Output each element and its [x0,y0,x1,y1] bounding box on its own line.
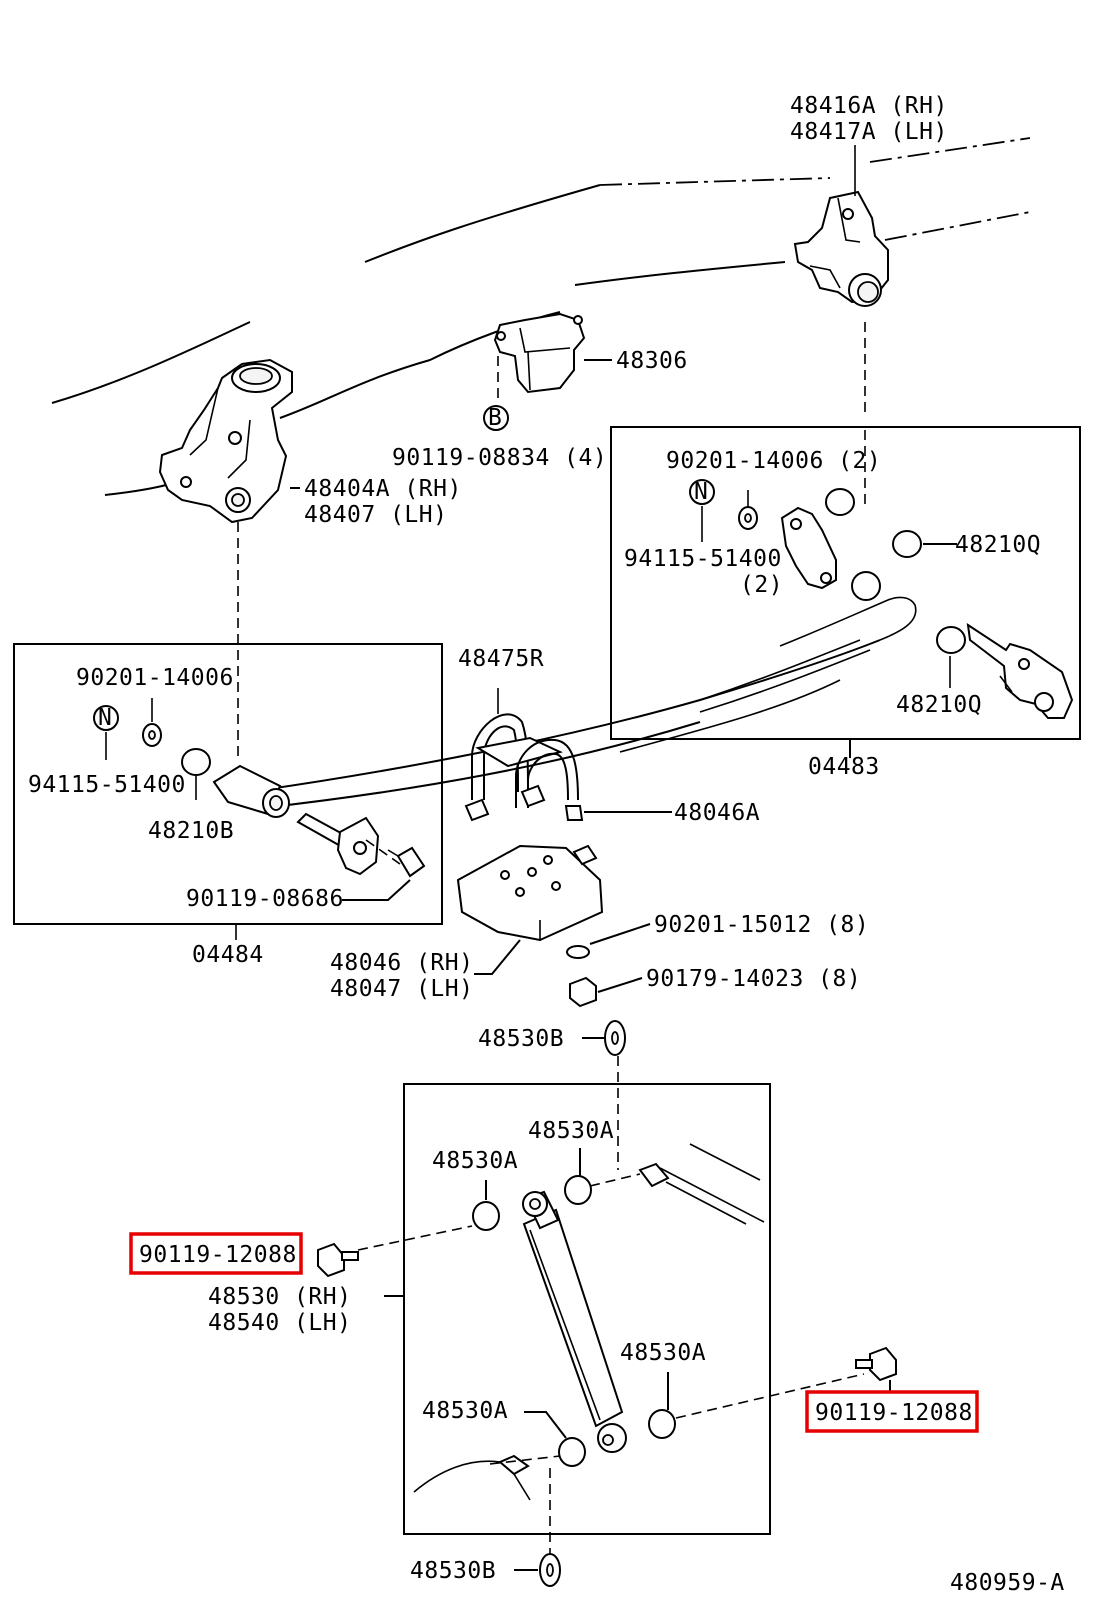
label-94115-51400-right: 94115-51400 [624,546,782,572]
label-48530b-bottom: 48530B [410,1558,496,1584]
label-90201-14006: 90201-14006 [76,665,234,691]
label-48530a-1: 48530A [528,1118,614,1144]
label-48046: 48046 (RH) [330,950,473,976]
label-90119-08834: 90119-08834 (4) [392,445,607,471]
shock-bolt-right-icon [855,1346,897,1382]
shackle-kit-box [610,426,1081,740]
label-callout-b: B [488,405,502,431]
label-48530a-2: 48530A [432,1148,518,1174]
label-90201-15012: 90201-15012 (8) [654,912,869,938]
front-spring-hanger [158,358,293,524]
label-04483: 04483 [808,754,880,780]
diagram-reference-number: 480959-A [950,1570,1065,1596]
label-48530a-4: 48530A [422,1398,508,1424]
nut-icon [569,976,597,1008]
label-48210q-bottom: 48210Q [896,692,982,718]
label-48540: 48540 (LH) [208,1310,351,1336]
shock-bolt-left-icon [317,1242,359,1278]
label-48475r: 48475R [458,646,544,672]
label-48046a: 48046A [674,800,760,826]
label-callout-n-right: N [694,479,708,505]
label-48530: 48530 (RH) [208,1284,351,1310]
label-90119-12088-left: 90119-12088 [139,1242,297,1268]
label-90201-14006-2: 90201-14006 (2) [666,448,881,474]
washer-icon [566,945,590,959]
leaf-spring [261,596,917,809]
shackle-kit-parts [738,488,1074,719]
shock-absorber [413,1143,765,1501]
label-48404a: 48404A (RH) [304,476,462,502]
label-48407: 48407 (LH) [304,502,447,528]
rear-spring-hanger [793,190,889,307]
label-qty-2: (2) [740,572,783,598]
highlight-box-right [805,1390,979,1433]
label-94115-51400-left: 94115-51400 [28,772,186,798]
front-eye-kit-box [13,643,443,925]
label-48416a: 48416A (RH) [790,93,948,119]
spring-seat-plate [456,844,604,942]
shock-absorber-box [403,1083,771,1535]
label-90119-08686: 90119-08686 [186,886,344,912]
label-48417a: 48417A (LH) [790,119,948,145]
spring-bumper [493,312,612,394]
highlight-box-left [129,1232,303,1275]
label-04484: 04484 [192,942,264,968]
label-90119-12088-right: 90119-12088 [815,1400,973,1426]
label-48210b: 48210B [148,818,234,844]
label-90179-14023: 90179-14023 (8) [646,966,861,992]
bolt-callout-b-icon [483,405,509,431]
u-bolt-assembly [464,688,672,822]
label-48047: 48047 (LH) [330,976,473,1002]
label-callout-n-left: N [98,705,112,731]
label-48306: 48306 [616,348,688,374]
label-48530b-top: 48530B [478,1026,564,1052]
front-eye-kit-parts [93,698,426,878]
nut-callout-n-icon [689,479,715,505]
label-48530a-3: 48530A [620,1340,706,1366]
label-48210q-top: 48210Q [955,532,1041,558]
